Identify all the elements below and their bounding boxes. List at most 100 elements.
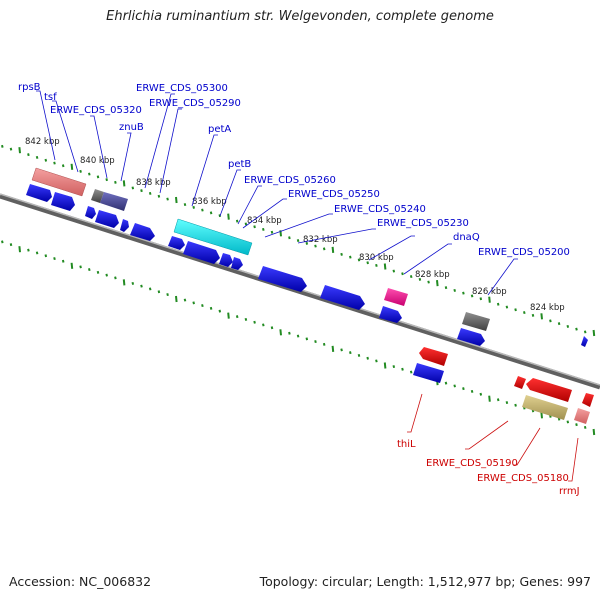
track-tick xyxy=(148,287,152,291)
track-tick xyxy=(227,312,230,319)
track-tick xyxy=(96,270,100,274)
tick-label-842: 842 kbp xyxy=(25,137,60,147)
gene-arrow-11[interactable] xyxy=(258,266,307,292)
track-tick xyxy=(514,403,517,407)
track-tick xyxy=(401,367,404,371)
label-ERWE_CDS_05180[interactable]: ERWE_CDS_05180 xyxy=(477,473,569,484)
track-tick xyxy=(540,313,543,320)
track-tick xyxy=(79,169,82,173)
gene-arrow-6[interactable] xyxy=(130,223,155,241)
gene-arrow-2[interactable] xyxy=(51,192,75,211)
gene-arrow-15[interactable] xyxy=(581,336,588,347)
track-tick xyxy=(105,178,108,182)
track-tick xyxy=(566,324,570,328)
track-tick xyxy=(35,251,39,255)
label-thiL[interactable]: thiL xyxy=(397,439,416,450)
track-tick xyxy=(218,309,222,313)
track-tick xyxy=(253,225,256,229)
track-tick xyxy=(157,290,161,294)
track-tick xyxy=(288,236,291,240)
label-rrmJ[interactable]: rrmJ xyxy=(559,486,580,497)
track-tick xyxy=(27,153,30,157)
feature-magenta-block[interactable] xyxy=(384,288,408,306)
track-tick xyxy=(140,189,143,193)
feature-grey-block[interactable] xyxy=(91,189,104,203)
label-ERWE_CDS_05240[interactable]: ERWE_CDS_05240 xyxy=(334,204,426,215)
track-tick xyxy=(296,334,300,338)
label-petB[interactable]: petB xyxy=(228,159,251,170)
gene-arrow-5[interactable] xyxy=(120,219,129,232)
track-tick xyxy=(105,273,108,277)
gene-arrow-14[interactable] xyxy=(457,328,485,346)
gene-arrow-9[interactable] xyxy=(219,253,233,267)
label-znuB[interactable]: znuB xyxy=(119,122,144,133)
track-tick xyxy=(340,348,343,352)
track-tick xyxy=(479,297,483,301)
feature-khaki-block[interactable] xyxy=(522,395,568,420)
feature-petA[interactable] xyxy=(173,218,253,256)
track-tick xyxy=(436,280,439,287)
label-ERWE_CDS_05290[interactable]: ERWE_CDS_05290 xyxy=(149,98,241,109)
feature-rpsB[interactable] xyxy=(31,167,87,197)
track-tick xyxy=(1,240,4,244)
gene-arrow-13[interactable] xyxy=(379,306,402,323)
accession-text: Accession: NC_006832 xyxy=(9,574,152,589)
gene-arrow-3[interactable] xyxy=(85,206,96,219)
track-tick xyxy=(122,180,126,187)
label-tsf[interactable]: tsf xyxy=(44,92,57,103)
feature-dnaQ-block[interactable] xyxy=(462,312,490,331)
label-rpsB[interactable]: rpsB xyxy=(18,82,41,93)
track-tick xyxy=(322,247,326,251)
feature-pink-block[interactable] xyxy=(574,408,590,424)
label-ERWE_CDS_05260[interactable]: ERWE_CDS_05260 xyxy=(244,175,336,186)
track-tick xyxy=(61,164,65,168)
track-tick xyxy=(270,230,274,234)
gene-arrow-10[interactable] xyxy=(231,257,243,270)
label-ERWE_CDS_05320[interactable]: ERWE_CDS_05320 xyxy=(50,105,142,116)
track-tick xyxy=(70,262,74,269)
track-tick xyxy=(35,155,39,159)
label-ERWE_CDS_05300[interactable]: ERWE_CDS_05300 xyxy=(136,83,228,94)
track-tick xyxy=(192,301,195,305)
map-title: Ehrlichia ruminantium str. Welgevonden, … xyxy=(106,9,494,24)
gene-arrow-red-2[interactable] xyxy=(514,376,526,389)
tick-label-830: 830 kbp xyxy=(359,253,394,263)
track-tick xyxy=(114,276,117,280)
track-tick xyxy=(409,370,413,374)
track-tick xyxy=(114,180,117,184)
gene-arrow-ERWE_CDS_05190[interactable] xyxy=(526,378,572,402)
gene-arrow-7[interactable] xyxy=(168,236,185,250)
track-tick xyxy=(557,322,561,326)
label-dnaQ[interactable]: dnaQ xyxy=(453,232,480,243)
gene-arrow-1[interactable] xyxy=(26,184,52,202)
label-ERWE_CDS_05250[interactable]: ERWE_CDS_05250 xyxy=(288,189,380,200)
gene-arrow-8[interactable] xyxy=(183,241,220,264)
track-tick xyxy=(183,298,187,302)
track-tick xyxy=(462,291,465,295)
gene-arrow-12[interactable] xyxy=(320,285,365,310)
gene-arrow-4[interactable] xyxy=(95,210,119,228)
genome-stats-text: Topology: circular; Length: 1,512,977 bp… xyxy=(259,574,591,589)
track-tick xyxy=(209,306,213,310)
track-tick xyxy=(175,295,178,303)
gene-arrow-thiL[interactable] xyxy=(419,347,448,366)
label-ERWE_CDS_05200[interactable]: ERWE_CDS_05200 xyxy=(478,247,570,258)
track-tick xyxy=(79,265,82,269)
track-tick xyxy=(279,329,282,336)
tick-label-836: 836 kbp xyxy=(192,197,227,207)
feature-znuB-block[interactable] xyxy=(100,192,128,211)
gene-arrow-blue-16[interactable] xyxy=(413,363,444,383)
track-tick xyxy=(322,342,326,346)
track-tick xyxy=(549,319,552,323)
track-tick xyxy=(366,261,369,265)
track-tick xyxy=(401,272,404,276)
track-tick xyxy=(166,293,169,297)
track-tick xyxy=(592,428,596,436)
label-ERWE_CDS_05230[interactable]: ERWE_CDS_05230 xyxy=(377,218,469,229)
gene-arrow-red-4[interactable] xyxy=(582,393,594,407)
tick-label-824: 824 kbp xyxy=(530,303,565,313)
track-tick xyxy=(53,257,56,261)
label-petA[interactable]: petA xyxy=(208,124,231,135)
label-ERWE_CDS_05190[interactable]: ERWE_CDS_05190 xyxy=(426,458,518,469)
track-tick xyxy=(314,244,317,248)
